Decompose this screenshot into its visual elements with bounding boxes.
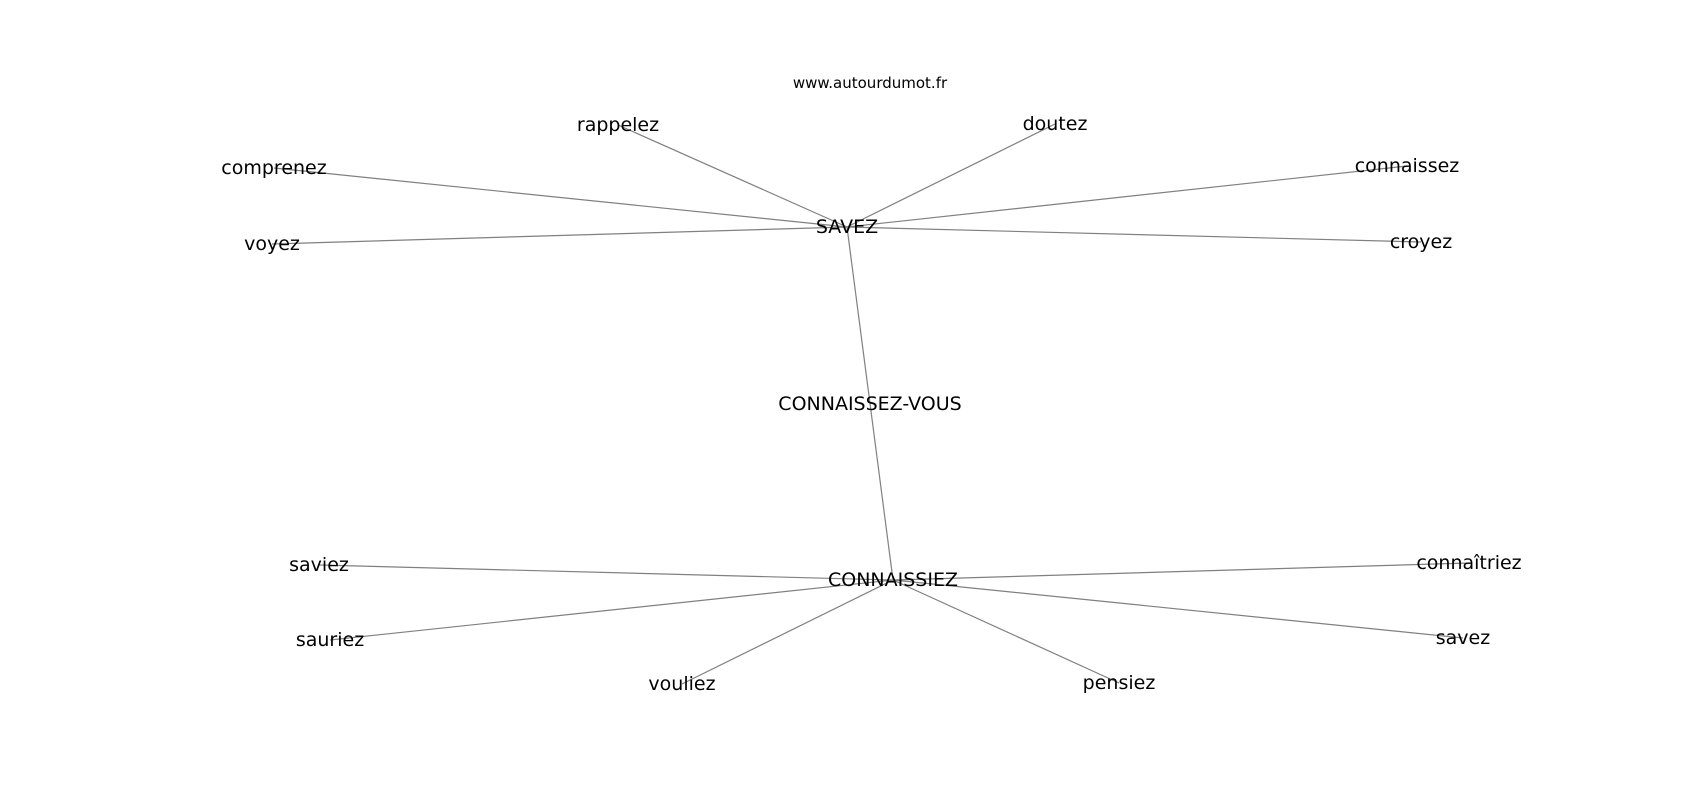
node-label-saviez: saviez — [289, 554, 349, 576]
node-label-connaissez_vous: CONNAISSEZ-VOUS — [778, 393, 961, 415]
edge-savez_hub-doutez — [846, 123, 1056, 228]
node-label-connaitriez: connaîtriez — [1416, 552, 1521, 574]
node-label-comprenez: comprenez — [221, 157, 326, 179]
edge-connaissiez-savez — [892, 579, 1464, 639]
node-label-vouliez: vouliez — [648, 673, 715, 695]
source-url: www.autourdumot.fr — [793, 74, 948, 92]
node-label-pensiez: pensiez — [1083, 672, 1156, 694]
edge-savez_hub-connaissiez — [846, 226, 894, 581]
edge-layer — [271, 123, 1470, 685]
edge-connaissiez-vouliez — [681, 579, 894, 685]
node-label-croyez: croyez — [1390, 231, 1452, 253]
node-label-connaissez: connaissez — [1355, 155, 1460, 177]
edge-savez_hub-rappelez — [617, 124, 848, 228]
node-label-sauriez: sauriez — [296, 629, 364, 651]
edge-savez_hub-croyez — [846, 226, 1422, 243]
node-label-savez_hub: SAVEZ — [816, 216, 878, 238]
node-label-rappelez: rappelez — [577, 114, 659, 136]
edge-connaissiez-pensiez — [892, 579, 1120, 684]
node-label-savez: savez — [1436, 627, 1490, 649]
edge-savez_hub-comprenez — [273, 167, 848, 228]
node-layer: CONNAISSEZ-VOUS SAVEZ CONNAISSIEZ rappelez d… — [221, 113, 1521, 695]
edge-connaissiez-sauriez — [329, 579, 894, 641]
edge-savez_hub-voyez — [271, 226, 848, 245]
node-label-doutez: doutez — [1023, 113, 1088, 135]
edge-savez_hub-connaissez — [846, 165, 1408, 228]
edge-connaissiez-saviez — [318, 564, 894, 581]
node-label-voyez: voyez — [244, 233, 300, 255]
edge-connaissiez-connaitriez — [892, 562, 1470, 581]
node-label-connaissiez: CONNAISSIEZ — [828, 569, 958, 591]
